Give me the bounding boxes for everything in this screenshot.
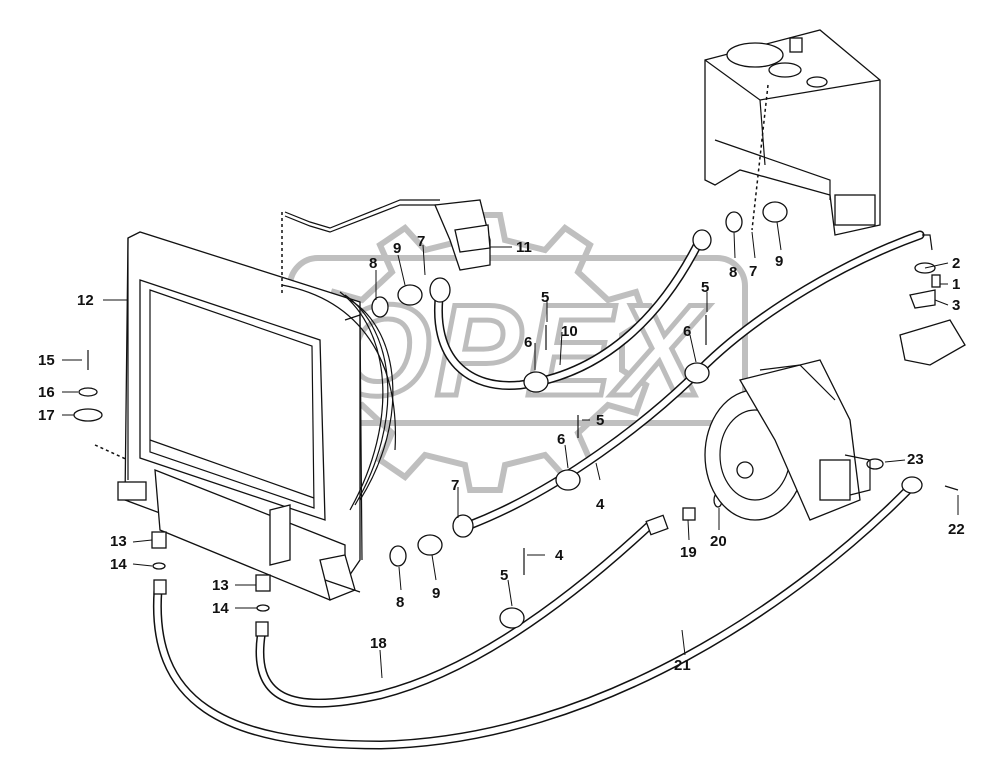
callout-6: 6 [524, 334, 532, 351]
callout-5: 5 [701, 279, 709, 296]
callout-9: 9 [775, 253, 783, 270]
callout-6: 6 [557, 431, 565, 448]
filter-assembly [284, 199, 491, 271]
oil-cooler-radiator [94, 212, 397, 601]
callout-5: 5 [596, 412, 604, 429]
callout-19: 19 [680, 544, 697, 561]
callout-2: 2 [952, 255, 960, 272]
callout-21: 21 [674, 657, 691, 674]
callout-10: 10 [561, 323, 578, 340]
callout-22: 22 [948, 521, 965, 538]
callout-6: 6 [683, 323, 691, 340]
callout-18: 18 [370, 635, 387, 652]
callout-9: 9 [432, 585, 440, 602]
transmission [704, 359, 871, 521]
callout-12: 12 [77, 292, 94, 309]
leader-lines [62, 221, 959, 679]
callout-5: 5 [500, 567, 508, 584]
callouts: 1 2 3 4 4 5 5 5 5 6 6 6 7 7 7 8 8 8 9 9 … [38, 233, 965, 674]
callout-14: 14 [212, 600, 229, 617]
fittings [73, 201, 966, 637]
callout-8: 8 [369, 255, 377, 272]
callout-13: 13 [110, 533, 127, 550]
callout-20: 20 [710, 533, 727, 550]
callout-7: 7 [417, 233, 425, 250]
callout-8: 8 [396, 594, 404, 611]
callout-8: 8 [729, 264, 737, 281]
callout-9: 9 [393, 240, 401, 257]
callout-23: 23 [907, 451, 924, 468]
callout-7: 7 [749, 263, 757, 280]
callout-4: 4 [596, 496, 605, 513]
callout-11: 11 [516, 239, 532, 256]
hydraulic-tank [704, 29, 881, 236]
callout-1: 1 [952, 276, 960, 293]
callout-16: 16 [38, 384, 55, 401]
callout-14: 14 [110, 556, 127, 573]
hoses [152, 230, 925, 750]
callout-17: 17 [38, 407, 55, 424]
callout-7: 7 [451, 477, 459, 494]
callout-5: 5 [541, 289, 549, 306]
callout-15: 15 [38, 352, 55, 369]
callout-13: 13 [212, 577, 229, 594]
callout-3: 3 [952, 297, 960, 314]
callout-4: 4 [555, 547, 564, 564]
